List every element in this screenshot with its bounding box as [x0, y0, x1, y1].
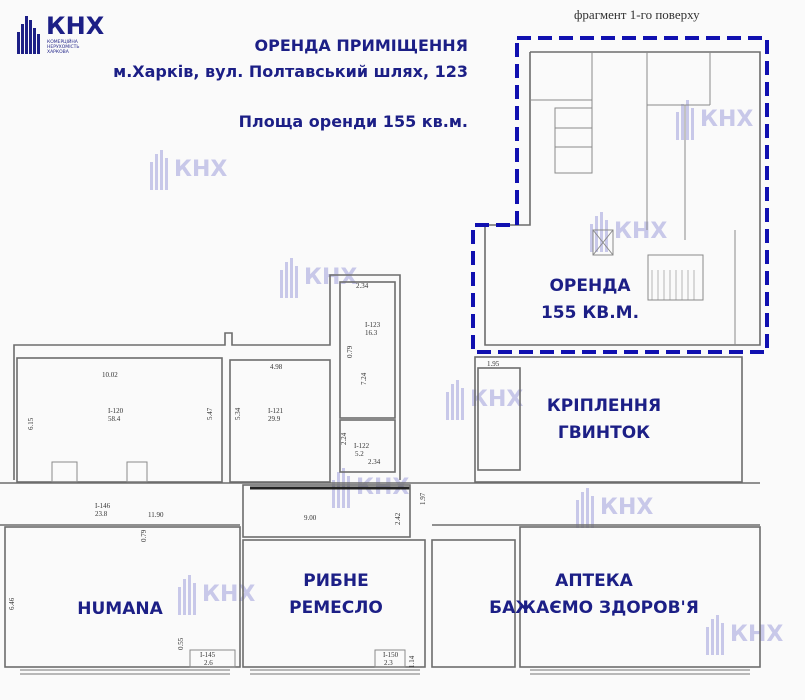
room-area: 23.8	[95, 510, 108, 518]
logo-tagline-3: ХАРКОВА	[47, 50, 69, 55]
watermark-logo: КНХ	[590, 212, 667, 252]
dimension: 4.98	[270, 363, 283, 371]
room-area: 2.6	[204, 659, 213, 667]
room-labels: І-120 58.4 І-121 29.9 І-123 16.3 І-122 5…	[95, 321, 399, 667]
watermark-logo: КНХ	[150, 150, 227, 190]
watermark-logo: КНХ	[676, 100, 753, 140]
room-area: 58.4	[108, 415, 121, 423]
room-id: І-150	[383, 651, 399, 659]
room-middle	[431, 539, 516, 668]
tenant-rybne-line2: РЕМЕСЛО	[289, 598, 383, 618]
room-area: 2.3	[384, 659, 393, 667]
room-i-120	[16, 357, 223, 483]
watermark-logo: КНХ	[706, 615, 783, 655]
dimension: 7.24	[360, 372, 368, 385]
watermarks: КНХ КНХ КНХ КНХ КНХ КНХ КНХ КНХ КНХ	[150, 100, 783, 655]
room-i-121	[229, 359, 331, 483]
room-apteka	[519, 526, 761, 668]
room-area: 5.2	[355, 450, 364, 458]
walls	[0, 51, 761, 675]
room-id: І-122	[354, 442, 370, 450]
dimension: 5.47	[206, 407, 214, 420]
tenant-apteka-line2: БАЖАЄМО ЗДОРОВ'Я	[489, 598, 699, 618]
logo-tagline: КОМЕРЦІЙНА НЕРУХОМІСТЬ ХАРКОВА	[47, 40, 80, 55]
tenant-kriplennia-line1: КРІПЛЕННЯ	[547, 396, 661, 416]
svg-text:КНХ: КНХ	[600, 495, 653, 520]
dimension: 0.55	[177, 637, 185, 650]
fragment-caption: фрагмент 1-го поверху	[574, 7, 700, 22]
rental-label-line1: ОРЕНДА	[549, 276, 631, 296]
dimension: 2.42	[394, 512, 402, 525]
room-id: І-121	[268, 407, 284, 415]
dimension: 6.46	[8, 597, 16, 610]
room-kriplennia	[474, 356, 743, 483]
watermark-logo: КНХ	[576, 488, 653, 528]
tenant-humana: HUMANA	[77, 599, 163, 619]
svg-text:КНХ: КНХ	[700, 107, 753, 132]
room-area: 16.3	[365, 329, 378, 337]
dimension-labels: 10.02 6.15 5.47 5.34 4.98 2.34 0.79 7.24…	[8, 282, 500, 668]
dimension: 9.00	[304, 514, 317, 522]
room-i-122	[339, 419, 396, 473]
room-rybne-remeslo	[242, 539, 426, 668]
dimension: 11.90	[148, 511, 164, 519]
corridor-room	[242, 484, 411, 538]
svg-text:КНХ: КНХ	[470, 387, 523, 412]
dimension: 6.15	[27, 417, 35, 430]
logo: КНХ КОМЕРЦІЙНА НЕРУХОМІСТЬ ХАРКОВА	[16, 12, 106, 56]
dimension: 0.79	[140, 529, 148, 542]
rental-zone-outline	[471, 36, 769, 354]
room-humana	[4, 526, 241, 668]
address: м.Харків, вул. Полтавський шлях, 123	[113, 62, 468, 81]
rental-area: Площа оренди 155 кв.м.	[238, 112, 468, 131]
dimension: 1.95	[487, 360, 500, 368]
dimension: 2.34	[356, 282, 369, 290]
tenant-rybne-line1: РИБНЕ	[303, 571, 369, 591]
room-small	[477, 367, 521, 471]
room-id: І-146	[95, 502, 111, 510]
svg-text:КНХ: КНХ	[202, 582, 255, 607]
tenant-kriplennia-line2: ГВИНТОК	[558, 423, 650, 443]
room-id: І-123	[365, 321, 381, 329]
logo-mark: КНХ	[46, 12, 105, 40]
watermark-logo: КНХ	[178, 575, 255, 615]
room-area: 29.9	[268, 415, 281, 423]
dimension: 2.24	[340, 432, 348, 445]
dimension: 1.14	[408, 655, 416, 668]
logo-buildings-icon	[17, 16, 40, 54]
watermark-logo: КНХ	[280, 258, 357, 298]
svg-text:КНХ: КНХ	[614, 219, 667, 244]
rental-label-line2: 155 КВ.М.	[541, 303, 639, 323]
watermark-logo: КНХ	[446, 380, 523, 420]
page-title: ОРЕНДА ПРИМІЩЕННЯ	[254, 36, 468, 55]
dimension: 1.97	[419, 492, 427, 505]
dimension: 0.79	[346, 345, 354, 358]
dimension: 2.34	[368, 458, 381, 466]
logo-tagline-2: НЕРУХОМІСТЬ	[47, 45, 80, 50]
room-i-123	[339, 281, 396, 419]
svg-text:КНХ: КНХ	[174, 157, 227, 182]
svg-text:КНХ: КНХ	[730, 622, 783, 647]
tenant-apteka-line1: АПТЕКА	[555, 571, 633, 591]
room-id: І-120	[108, 407, 124, 415]
dimension: 10.02	[102, 371, 118, 379]
room-id: І-145	[200, 651, 216, 659]
dimension: 5.34	[234, 407, 242, 420]
logo-tagline-1: КОМЕРЦІЙНА	[47, 40, 78, 45]
